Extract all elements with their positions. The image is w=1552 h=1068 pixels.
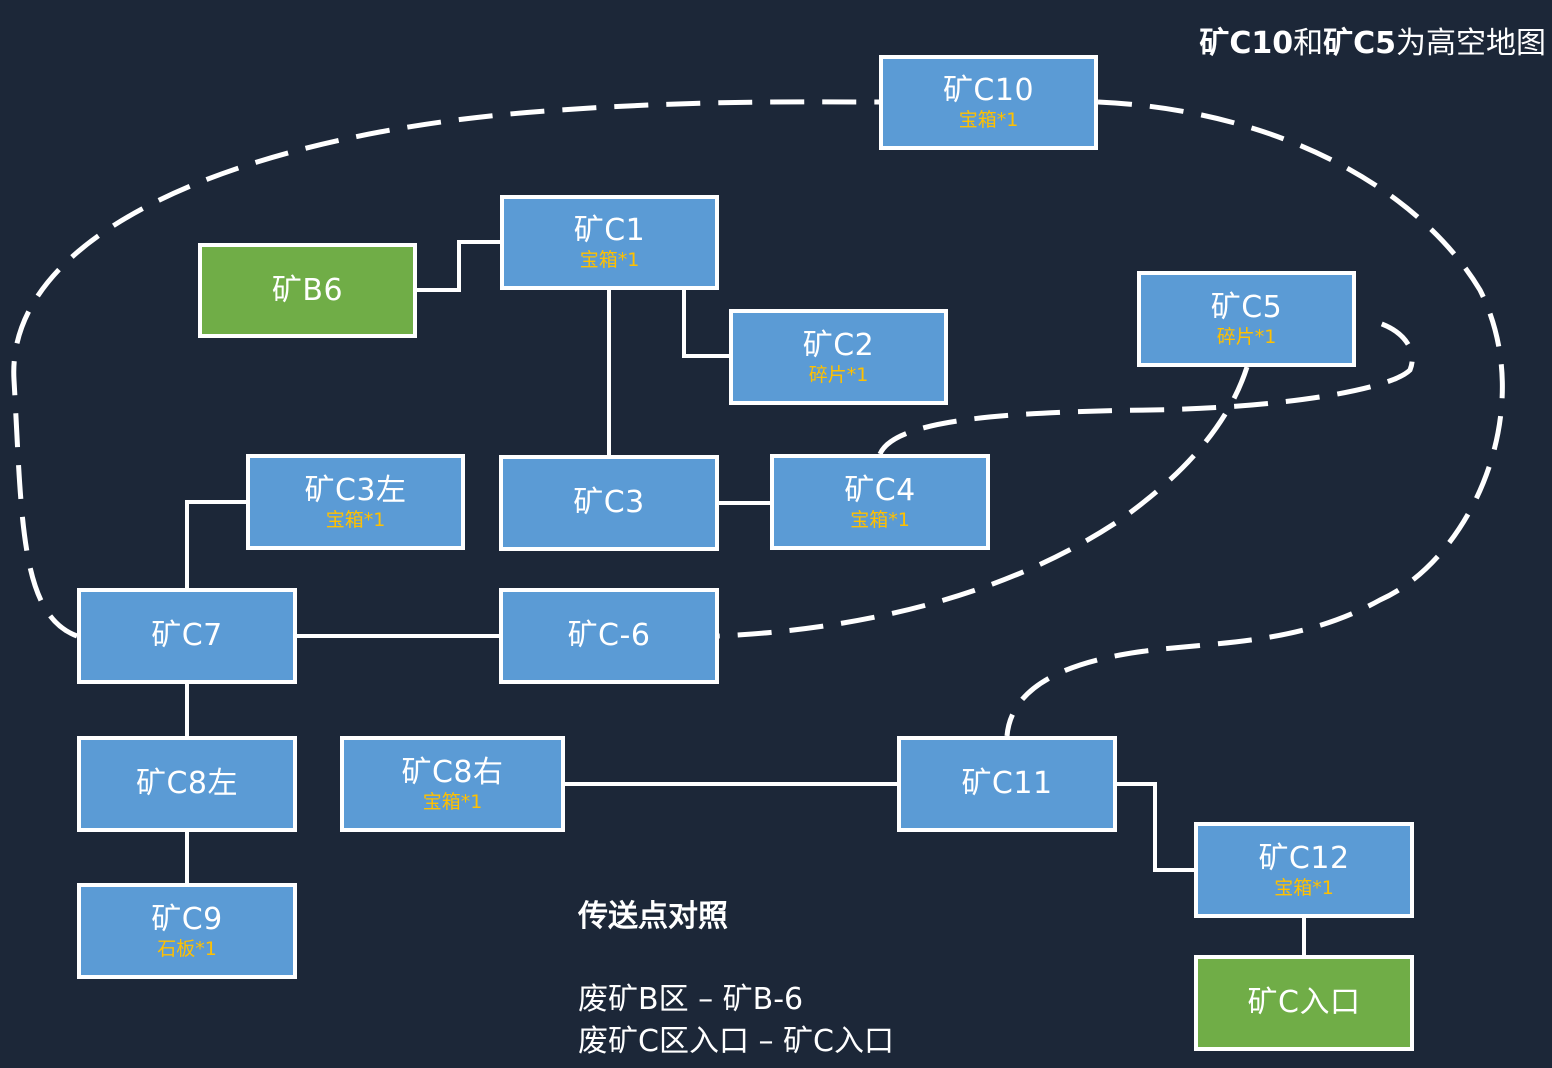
node-c1[interactable]: 矿C1 宝箱*1 bbox=[500, 195, 719, 290]
teleport-legend: 传送点对照 废矿B区 – 矿B-6 废矿C区入口 – 矿C入口 bbox=[578, 897, 894, 1063]
node-label: 矿C11 bbox=[961, 766, 1053, 801]
node-c2[interactable]: 矿C2 碎片*1 bbox=[729, 309, 948, 405]
node-label: 矿C9 bbox=[151, 901, 223, 937]
node-c3-left[interactable]: 矿C3左 宝箱*1 bbox=[246, 454, 465, 550]
node-label: 矿C4 bbox=[844, 472, 916, 508]
node-loot: 宝箱*1 bbox=[422, 790, 483, 813]
solid-link-c3l-c7 bbox=[185, 500, 246, 588]
node-c9[interactable]: 矿C9 石板*1 bbox=[77, 883, 297, 979]
node-loot: 宝箱*1 bbox=[958, 109, 1019, 131]
node-loot: 宝箱*1 bbox=[1274, 876, 1334, 899]
legend-item: 废矿B区 – 矿B-6 bbox=[578, 982, 804, 1017]
node-label: 矿C-6 bbox=[567, 618, 651, 653]
node-label: 矿C3 bbox=[573, 485, 645, 520]
node-c4[interactable]: 矿C4 宝箱*1 bbox=[770, 454, 990, 550]
node-loot: 碎片*1 bbox=[1216, 325, 1277, 348]
node-loot: 宝箱*1 bbox=[579, 249, 640, 271]
title-part: 和 bbox=[1293, 26, 1324, 61]
node-label: 矿C10 bbox=[942, 73, 1035, 108]
node-label: 矿C8右 bbox=[401, 754, 504, 790]
solid-link-c11-c12 bbox=[1117, 782, 1194, 872]
node-c-6[interactable]: 矿C-6 bbox=[499, 588, 719, 684]
node-c8-left[interactable]: 矿C8左 bbox=[77, 736, 297, 832]
node-loot: 碎片*1 bbox=[808, 363, 869, 386]
dashed-link-c10-c11 bbox=[1004, 99, 1505, 737]
legend-item: 废矿C区入口 – 矿C入口 bbox=[578, 1024, 894, 1059]
node-c5[interactable]: 矿C5 碎片*1 bbox=[1137, 271, 1356, 367]
title-part: 矿C5 bbox=[1323, 26, 1396, 61]
node-label: 矿C1 bbox=[573, 213, 646, 248]
solid-link-b6-c1 bbox=[417, 240, 500, 292]
node-label: 矿C12 bbox=[1258, 840, 1350, 876]
node-b6-teleport[interactable]: 矿B6 bbox=[198, 243, 417, 338]
dashed-link-c7-c10 bbox=[11, 99, 880, 639]
node-loot: 石板*1 bbox=[157, 937, 217, 960]
node-c12[interactable]: 矿C12 宝箱*1 bbox=[1194, 822, 1414, 918]
node-label: 矿C入口 bbox=[1247, 985, 1361, 1020]
node-c10[interactable]: 矿C10 宝箱*1 bbox=[879, 55, 1098, 150]
legend-heading: 传送点对照 bbox=[578, 899, 728, 934]
node-label: 矿C8左 bbox=[135, 766, 239, 801]
map-title: 矿C10和矿C5为高空地图 bbox=[1199, 24, 1546, 64]
node-loot: 宝箱*1 bbox=[325, 508, 386, 531]
dashed-link-c4-c5 bbox=[877, 317, 1415, 456]
node-label: 矿C3左 bbox=[304, 472, 407, 508]
node-c-entrance-teleport[interactable]: 矿C入口 bbox=[1194, 955, 1414, 1051]
node-c7[interactable]: 矿C7 bbox=[77, 588, 297, 684]
node-c11[interactable]: 矿C11 bbox=[897, 736, 1117, 832]
node-loot: 宝箱*1 bbox=[850, 508, 910, 531]
node-label: 矿C7 bbox=[151, 618, 223, 653]
node-c3[interactable]: 矿C3 bbox=[499, 455, 719, 551]
node-label: 矿C2 bbox=[802, 327, 875, 363]
node-c8-right[interactable]: 矿C8右 宝箱*1 bbox=[340, 736, 565, 832]
title-part: 矿C10 bbox=[1199, 26, 1294, 61]
node-label: 矿B6 bbox=[271, 272, 344, 308]
dashed-link-c5-c6 bbox=[718, 366, 1250, 639]
node-label: 矿C5 bbox=[1210, 289, 1283, 325]
title-part: 为高空地图 bbox=[1396, 26, 1546, 61]
solid-link-c1-c2 bbox=[682, 290, 729, 358]
